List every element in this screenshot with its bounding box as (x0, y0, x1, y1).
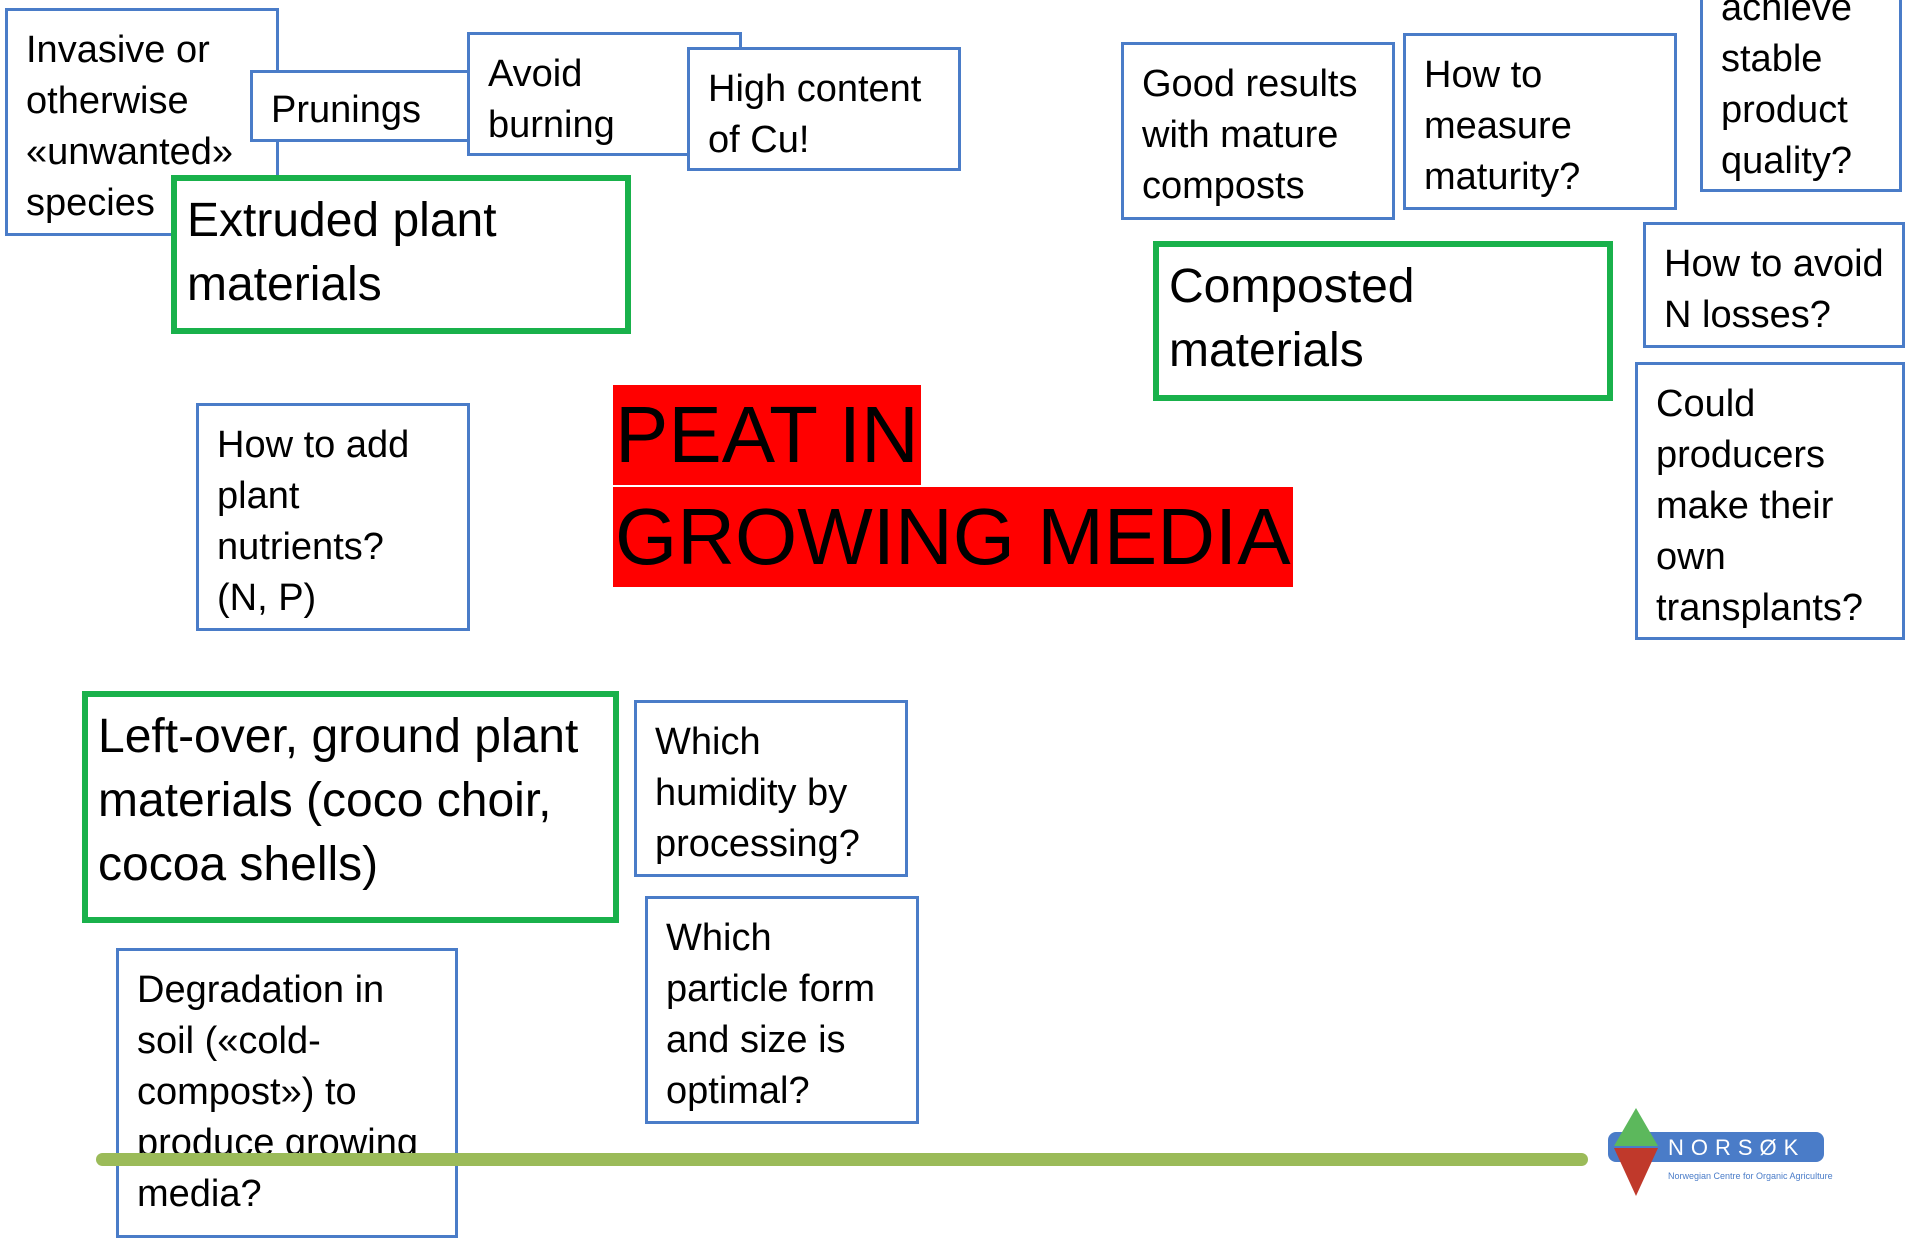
category-composted-materials: Composted materials (1153, 241, 1613, 401)
note-particle-size: Which particle form and size is optimal? (645, 896, 919, 1124)
note-own-transplants: Could producers make their own transplan… (1635, 362, 1905, 640)
note-invasive-species: Invasive or otherwise «unwanted» species (5, 8, 279, 236)
logo-tagline: Norwegian Centre for Organic Agriculture (1668, 1171, 1833, 1181)
note-measure-maturity: How to measure maturity? (1403, 33, 1677, 210)
logo-name: NORSØK (1668, 1135, 1805, 1160)
note-n-losses: How to avoid N losses? (1643, 222, 1905, 348)
logo-leaf-up-icon (1614, 1108, 1658, 1146)
logo-bar (1608, 1132, 1824, 1162)
note-mature-composts: Good results with mature composts (1121, 42, 1395, 220)
note-stable-quality: achieve stable product quality? (1700, 0, 1902, 192)
note-prunings: Prunings (250, 70, 480, 142)
note-humidity: Which humidity by processing? (634, 700, 908, 877)
footer-bar (96, 1153, 1588, 1166)
note-add-nutrients: How to add plant nutrients? (N, P) (196, 403, 470, 631)
norsok-logo: NORSØK Norwegian Centre for Organic Agri… (1608, 1108, 1833, 1196)
note-degradation: Degradation in soil («cold- compost») to… (116, 948, 458, 1238)
category-extruded-plant-materials: Extruded plant materials (171, 175, 631, 334)
note-high-copper: High content of Cu! (687, 47, 961, 171)
logo-leaf-down-icon (1614, 1148, 1658, 1196)
title-line-2: GROWING MEDIA (613, 487, 1293, 587)
category-leftover-plant-materials: Left-over, ground plant materials (coco … (82, 691, 619, 923)
title-line-1: PEAT IN (613, 385, 921, 485)
